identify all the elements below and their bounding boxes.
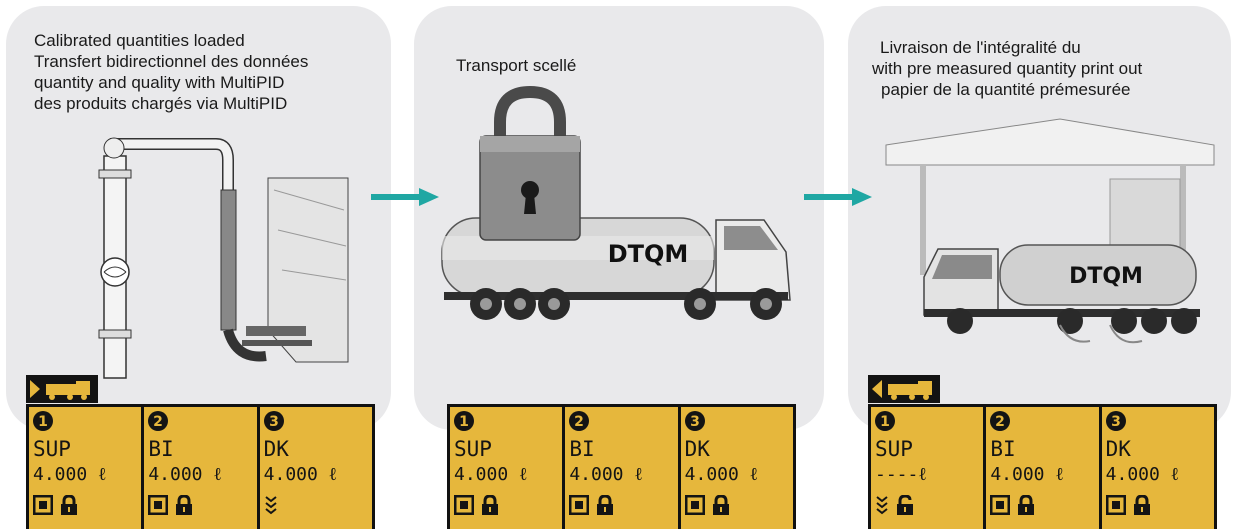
svg-text:3: 3: [269, 414, 279, 430]
meter-icon: [32, 494, 54, 519]
status-icons: [1105, 494, 1152, 519]
caption-transport: Transport scellé: [456, 55, 576, 76]
truck-label: DTQM: [1069, 264, 1143, 289]
svg-text:1: 1: [38, 414, 48, 430]
product-code: SUP: [454, 437, 492, 461]
svg-text:1: 1: [459, 414, 469, 430]
flow-arrow-icon: [371, 188, 439, 206]
status-icons: [147, 494, 194, 519]
product-code: DK: [263, 437, 289, 461]
product-code: SUP: [33, 437, 71, 461]
svg-text:1: 1: [880, 414, 890, 430]
lock-closed-icon: [480, 494, 500, 519]
status-icons: [264, 495, 278, 519]
svg-text:2: 2: [574, 414, 584, 430]
flow-icon: [875, 495, 889, 519]
status-icons: [684, 494, 731, 519]
sealed-tanker-illustration: DTQM: [441, 86, 791, 320]
compartment-number-icon: 2: [148, 411, 169, 431]
svg-text:2: 2: [995, 414, 1005, 430]
compartment-number-icon: 1: [875, 411, 895, 431]
lock-closed-icon: [595, 494, 615, 519]
caption-line: Transport scellé: [456, 56, 577, 75]
lock-closed-icon: [711, 494, 731, 519]
lock-closed-icon: [1132, 494, 1152, 519]
caption-line: Transfert bidirectionnel des données: [34, 52, 309, 71]
meter-icon: [1105, 494, 1127, 519]
compartment-number-icon: 1: [33, 411, 53, 431]
lock-closed-icon: [1016, 494, 1036, 519]
meter-icon: [453, 494, 475, 519]
meter-icon: [147, 494, 169, 519]
flow-icon: [264, 495, 278, 519]
quantity-value: 4.000 ℓ: [684, 464, 759, 485]
product-code: DK: [684, 437, 710, 461]
loading-arm-illustration: [98, 137, 349, 379]
compartment-number-icon: 3: [684, 411, 705, 431]
caption-line: Calibrated quantities loaded: [34, 31, 245, 50]
lock-closed-icon: [174, 494, 194, 519]
svg-text:2: 2: [153, 414, 163, 430]
caption-delivery: Livraison de l'intégralité du with pre m…: [872, 37, 1142, 100]
product-code: BI: [148, 437, 174, 461]
flow-arrow-icon: [804, 188, 872, 206]
status-icons: [875, 494, 915, 519]
product-code: SUP: [875, 437, 913, 461]
caption-line: with pre measured quantity print out: [872, 59, 1143, 78]
compartment-number-icon: 3: [1105, 411, 1126, 431]
caption-loading: Calibrated quantities loaded Transfert b…: [34, 30, 308, 114]
compartment-number-icon: 2: [569, 411, 590, 431]
quantity-value: 4.000 ℓ: [569, 464, 643, 485]
product-code: DK: [1105, 437, 1131, 461]
truck-label: DTQM: [608, 240, 689, 268]
caption-line: papier de la quantité prémesurée: [881, 80, 1131, 99]
lock-closed-icon: [59, 494, 79, 519]
quantity-value: 4.000 ℓ: [454, 464, 528, 485]
quantity-value: 4.000 ℓ: [33, 464, 107, 485]
caption-line: des produits chargés via MultiPID: [34, 94, 288, 113]
meter-icon: [989, 494, 1011, 519]
lock-open-icon: [895, 494, 915, 519]
svg-text:3: 3: [1111, 414, 1121, 430]
compartment-number-icon: 1: [454, 411, 474, 431]
loading-direction-icon: [26, 375, 98, 403]
caption-line: Livraison de l'intégralité du: [880, 38, 1081, 57]
status-icons: [989, 494, 1036, 519]
gas-station-illustration: DTQM: [885, 118, 1215, 344]
unloading-direction-icon: [868, 375, 940, 403]
compartment-number-icon: 2: [990, 411, 1011, 431]
quantity-value: 4.000 ℓ: [148, 464, 222, 485]
caption-line: quantity and quality with MultiPID: [34, 73, 285, 92]
quantity-value: 4.000 ℓ: [263, 464, 338, 485]
quantity-value: ----ℓ: [875, 464, 927, 485]
svg-text:3: 3: [690, 414, 700, 430]
meter-icon: [568, 494, 590, 519]
quantity-value: 4.000 ℓ: [990, 464, 1064, 485]
product-code: BI: [990, 437, 1016, 461]
status-icons: [568, 494, 615, 519]
product-code: BI: [569, 437, 595, 461]
compartment-number-icon: 3: [263, 411, 284, 431]
quantity-value: 4.000 ℓ: [1105, 464, 1180, 485]
status-icons: [453, 494, 500, 519]
status-icons: [32, 494, 79, 519]
meter-icon: [684, 494, 706, 519]
